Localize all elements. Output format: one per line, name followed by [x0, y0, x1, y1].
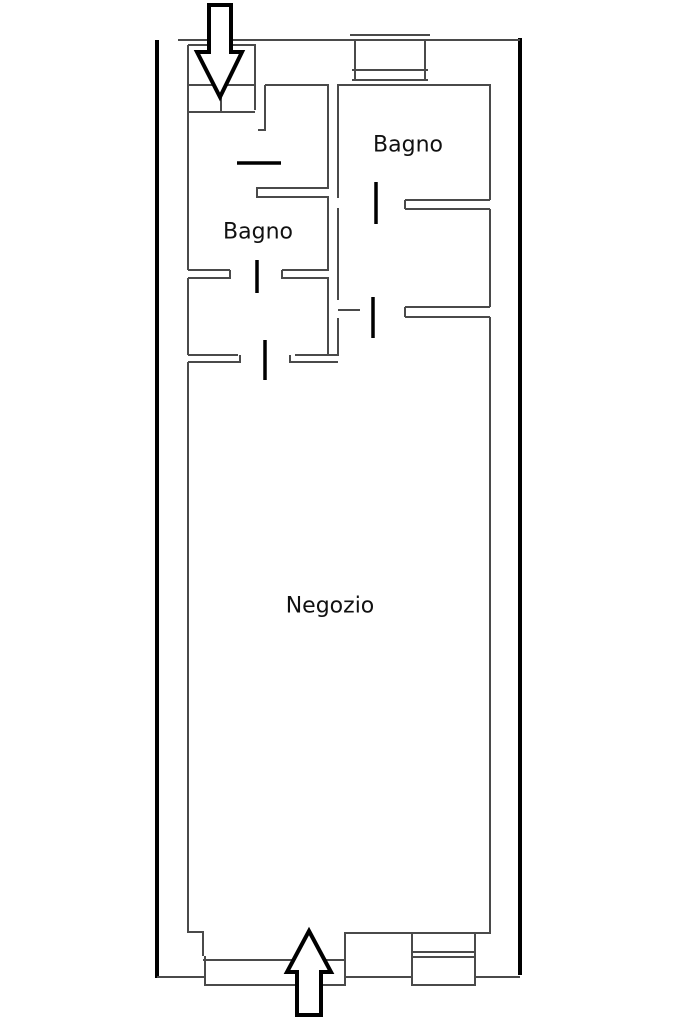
top-entrance-arrow: [193, 3, 246, 102]
room-label-negozio: Negozio: [285, 593, 375, 619]
interior-walls: [187, 34, 491, 986]
room-label-bagno-right: Bagno: [373, 132, 443, 158]
room-label-bagno-left: Bagno: [223, 219, 293, 245]
outer-boundary: [155, 38, 522, 978]
bottom-entrance-arrow: [283, 926, 335, 1017]
door-marks: [237, 161, 378, 380]
